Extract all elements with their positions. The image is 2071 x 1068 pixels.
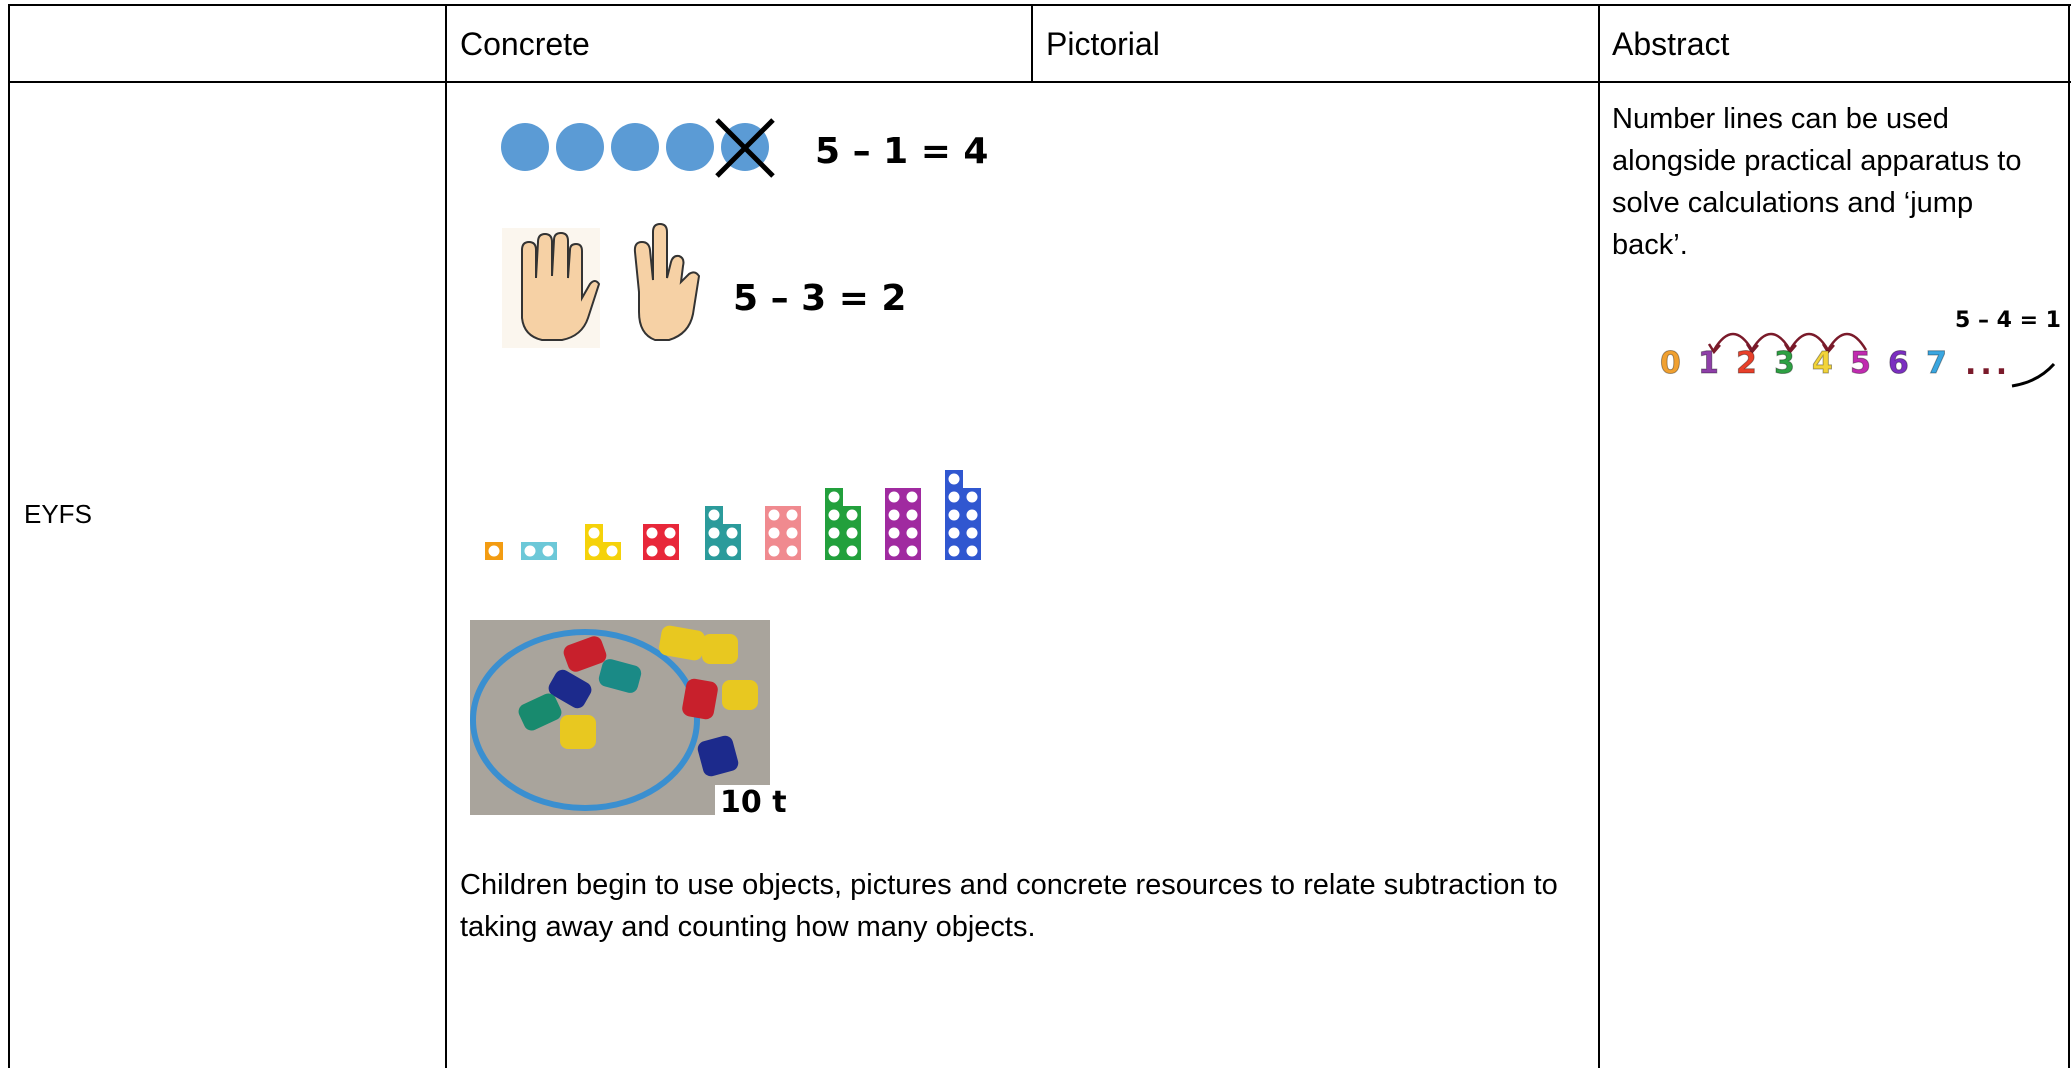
column-divider-1	[445, 4, 447, 1068]
header-concrete: Concrete	[460, 26, 590, 62]
table-border-left	[8, 4, 10, 1068]
number-shape-2	[521, 542, 557, 560]
counter	[666, 123, 714, 171]
counter	[501, 123, 549, 171]
column-divider-3	[1598, 4, 1600, 1068]
number-line-digit: 3	[1774, 346, 1796, 382]
number-shape-9	[945, 470, 981, 560]
number-line-digit: 0	[1660, 346, 1682, 382]
equation-fingers: 5 – 3 = 2	[733, 278, 907, 319]
table-border-top	[8, 4, 2071, 6]
number-line-digit: 6	[1888, 346, 1910, 382]
open-hand-icon	[502, 228, 601, 348]
number-line-digit: 5	[1850, 346, 1872, 382]
number-shape-3	[585, 524, 621, 560]
number-shape-4	[643, 524, 679, 560]
number-shapes-illustration	[485, 470, 981, 560]
counters-illustration	[501, 118, 775, 178]
number-line-digit: 4	[1812, 346, 1834, 382]
number-line-equation: 5 – 4 = 1	[1955, 308, 2061, 333]
abstract-description: Number lines can be used alongside pract…	[1612, 103, 2022, 261]
equation-counters: 5 – 1 = 4	[815, 131, 989, 172]
counter	[556, 123, 604, 171]
number-line-digit: 7	[1926, 346, 1948, 382]
photo-caption: 10 t	[720, 785, 787, 820]
number-line-tail	[2011, 362, 2056, 388]
jump-arrows	[1707, 332, 1868, 355]
number-line-digit: 1	[1698, 346, 1720, 382]
counter	[611, 123, 659, 171]
header-abstract: Abstract	[1612, 26, 1730, 62]
number-shape-8	[885, 488, 921, 560]
number-line-digit: 2	[1736, 346, 1758, 382]
concrete-description: Children begin to use objects, pictures …	[460, 869, 1558, 943]
header-row-divider	[8, 81, 2071, 83]
number-shape-6	[765, 506, 801, 560]
table-border-right	[2068, 4, 2070, 1068]
number-shape-5	[705, 506, 741, 560]
number-line-ellipsis: ...	[1965, 347, 2012, 382]
number-shape-1	[485, 542, 503, 560]
number-shape-7	[825, 488, 861, 560]
row-label-eyfs: EYFS	[24, 499, 92, 529]
header-pictorial: Pictorial	[1046, 26, 1160, 62]
column-divider-2	[1031, 4, 1033, 82]
three-fingers-hand-icon	[633, 222, 701, 341]
beanbags-photo	[470, 620, 770, 815]
